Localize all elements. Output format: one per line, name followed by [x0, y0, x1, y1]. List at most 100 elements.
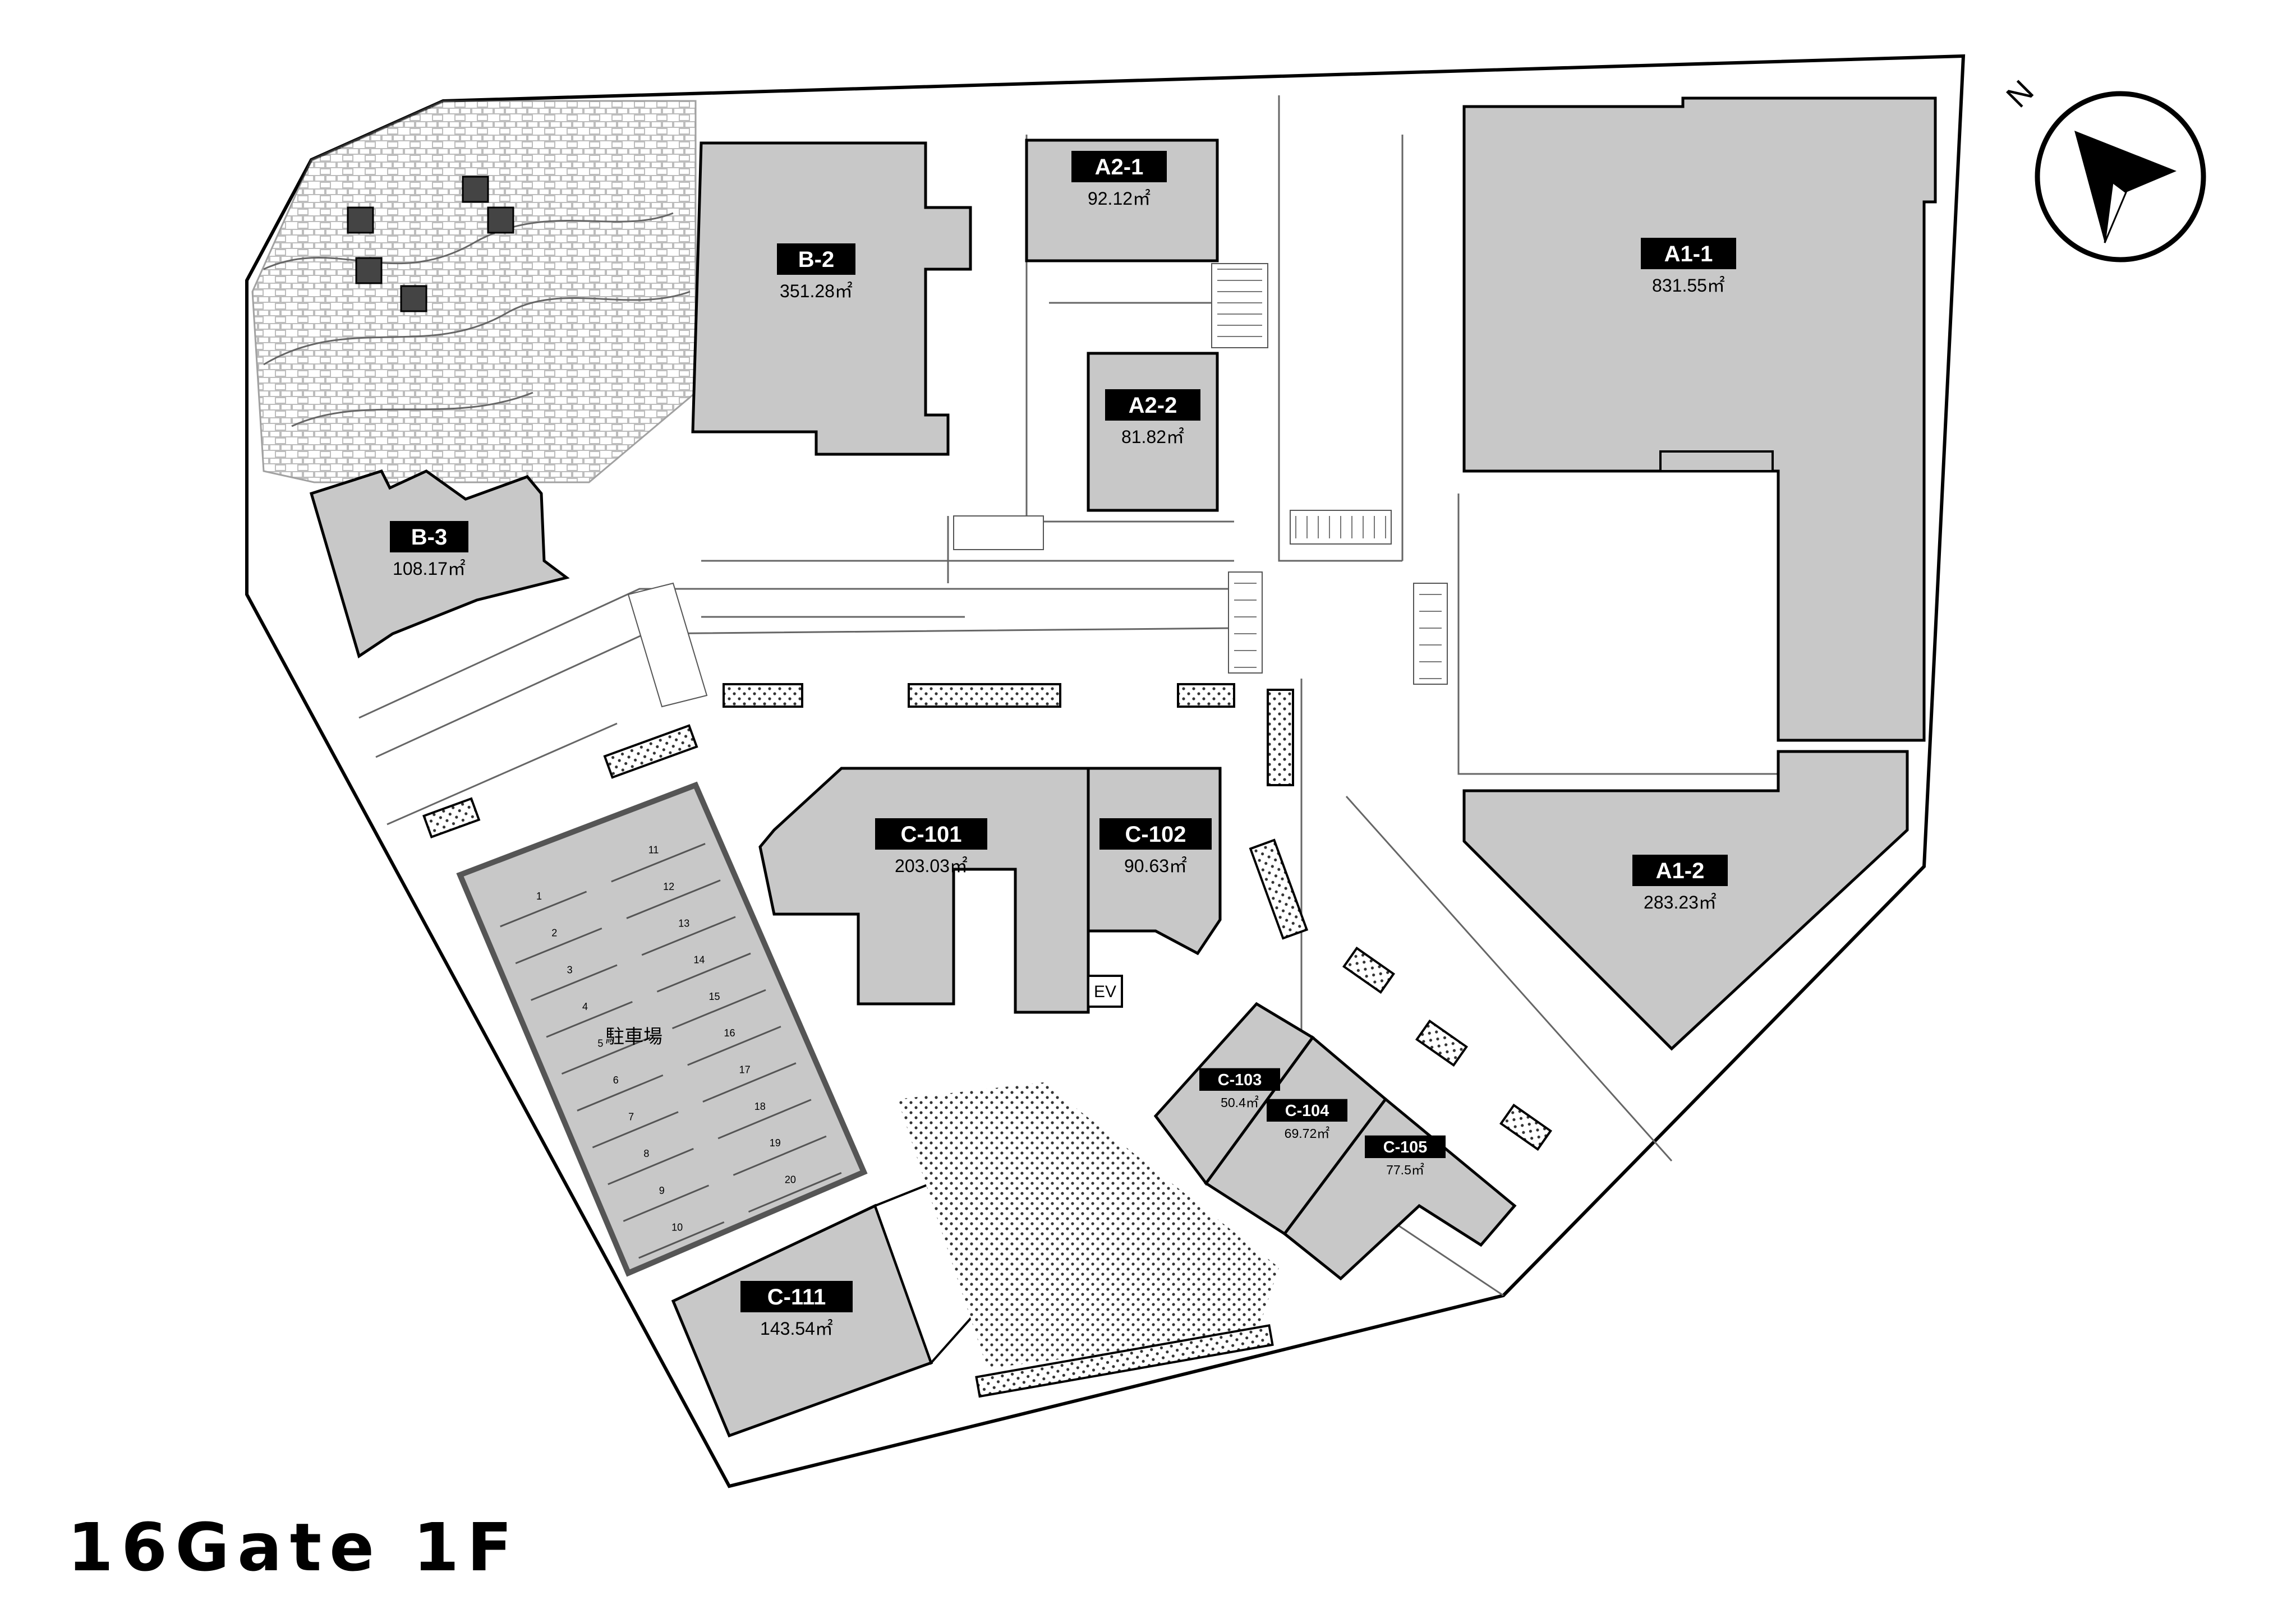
unit-label-a1-1: A1-1 831.55㎡ [1641, 238, 1736, 296]
parking-stall-number: 4 [582, 1001, 588, 1012]
unit-id: C-101 [901, 822, 962, 847]
unit-area: 92.12㎡ [1088, 188, 1151, 209]
parking-stall-line [608, 1147, 694, 1186]
parking-stall-number: 20 [785, 1174, 796, 1186]
parking-stall-number: 16 [724, 1027, 735, 1039]
parking-stall-line [611, 843, 706, 883]
parking-stall-number: 1 [536, 891, 542, 902]
unit-id-tag [875, 818, 987, 850]
unit-id: B-3 [411, 525, 447, 550]
parking-label: 駐車場 [605, 1026, 662, 1048]
parking-stall-line [733, 1135, 827, 1176]
planter-strips [422, 683, 1553, 1398]
unit-id-tag [1199, 1068, 1280, 1091]
unit-area: 81.82㎡ [1121, 427, 1184, 447]
unit-id: B-2 [798, 247, 834, 272]
unit-label-a2-1: A2-1 92.12㎡ [1071, 151, 1167, 209]
unit-area: 50.4㎡ [1221, 1095, 1259, 1110]
parking-stall-number: 10 [671, 1221, 683, 1233]
unit-id: A1-2 [1656, 859, 1705, 883]
unit-id-tag [777, 243, 855, 275]
parking-stall-line [656, 952, 751, 993]
north-arrow-icon [2074, 131, 2177, 243]
building-a1-1-stair [1659, 450, 1774, 472]
unit-area: 283.23㎡ [1644, 892, 1717, 912]
unit-area: 77.5㎡ [1386, 1163, 1424, 1177]
unit-id-tag [390, 521, 468, 552]
plaza-hatch [898, 1082, 1279, 1368]
unit-id: C-111 [767, 1285, 826, 1310]
unit-id-tag [1365, 1135, 1446, 1158]
unit-label-c-111: C-111 143.54㎡ [740, 1281, 853, 1339]
building-c-102 [1087, 767, 1222, 956]
garden-area [251, 100, 697, 483]
parking-stall-line [561, 1038, 648, 1075]
parking-stall-number: 9 [659, 1185, 665, 1196]
unit-label-b-3: B-3 108.17㎡ [390, 521, 468, 579]
unit-label-b-2: B-2 351.28㎡ [777, 243, 855, 301]
unit-area: 143.54㎡ [760, 1318, 833, 1339]
building-c-105 [1282, 1097, 1517, 1281]
unit-area: 831.55㎡ [1652, 275, 1725, 296]
parking-stall-number: 8 [643, 1148, 649, 1159]
elevator [1087, 975, 1123, 1008]
parking-stall-number: 5 [597, 1038, 603, 1049]
garden-paths [263, 212, 691, 427]
parking-stall-line [748, 1172, 842, 1213]
parking-stall-number: 19 [770, 1137, 781, 1149]
ev-label: EV [1094, 983, 1116, 1001]
unit-id-tag [1641, 238, 1736, 269]
unit-area: 351.28㎡ [780, 281, 853, 301]
parking-stall-number: 17 [739, 1064, 751, 1076]
parking-stall-line [626, 879, 721, 919]
parking-stall-number: 18 [754, 1101, 766, 1112]
crosswalk-stripes [1217, 269, 1442, 679]
parking-stall-line [687, 1026, 781, 1066]
north-label: N [1999, 73, 2040, 114]
parking-stall-line [546, 1000, 633, 1038]
unit-id-tag [1267, 1099, 1347, 1122]
unit-area: 203.03㎡ [895, 856, 968, 876]
parking-stall-line [577, 1074, 664, 1112]
parking-stall-line [702, 1062, 797, 1103]
parking-stall-line [592, 1111, 679, 1149]
unit-id-tag [1071, 151, 1167, 182]
unit-label-c-101: C-101 203.03㎡ [875, 818, 987, 876]
building-b-2 [691, 141, 972, 456]
parking-stall-line [641, 916, 736, 956]
parking-stall-number: 3 [567, 964, 573, 975]
parking-stall-line [531, 964, 618, 1001]
parking-stall-number: 15 [708, 991, 720, 1002]
building-a2-2 [1087, 352, 1219, 512]
map-title: 16Gate 1F [67, 1509, 520, 1586]
parking-lot [456, 781, 868, 1277]
parking-stall-line [671, 989, 766, 1030]
building-b-3 [309, 469, 570, 658]
unit-id-tag [1105, 389, 1200, 421]
unit-id: A1-1 [1664, 242, 1713, 266]
parking-stall-number: 14 [693, 955, 705, 966]
building-c-101 [758, 767, 1090, 1014]
unit-label-c-102: C-102 90.63㎡ [1099, 818, 1212, 876]
building-a1-2 [1462, 750, 1909, 1051]
unit-id-tag [740, 1281, 853, 1312]
unit-area: 90.63㎡ [1124, 856, 1187, 876]
unit-id: C-102 [1125, 822, 1186, 847]
parking-stall-number: 2 [551, 928, 557, 939]
parking-stall-line [717, 1099, 812, 1140]
parking-stall-line [500, 891, 587, 928]
unit-id-tag [1632, 855, 1728, 886]
unit-id: A2-1 [1095, 155, 1144, 179]
unit-id: A2-2 [1129, 393, 1177, 418]
parking-stall-number: 7 [628, 1112, 634, 1123]
parking-stall-number: 13 [678, 917, 689, 929]
unit-area: 108.17㎡ [393, 559, 466, 579]
parking-stall-number: 11 [648, 845, 659, 856]
unit-label-a2-2: A2-2 81.82㎡ [1105, 389, 1200, 447]
north-arrow-compass: N [1999, 73, 2206, 262]
unit-id-tag [1099, 818, 1212, 850]
